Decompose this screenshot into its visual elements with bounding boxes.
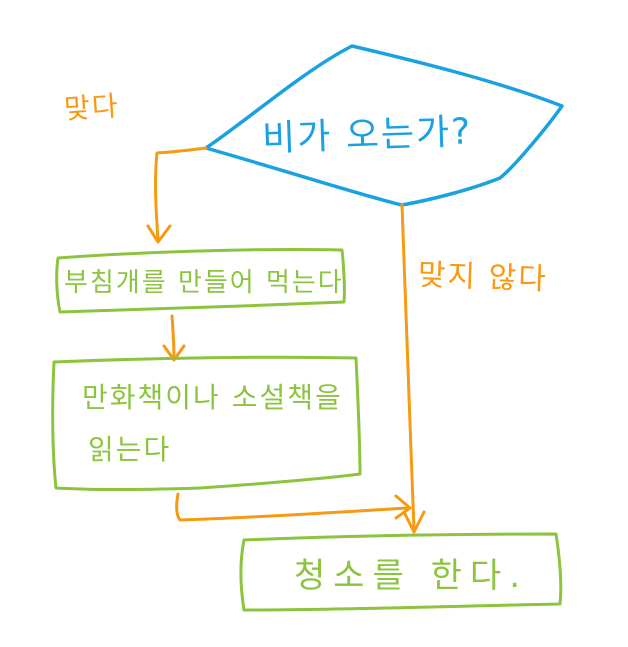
process-label-read-line1: 만화책이나 소설책을 (82, 381, 343, 414)
no-branch-arrowhead (402, 510, 426, 534)
process-label-make: 부침개를 만들어 먹는다 (64, 268, 344, 298)
box2-to-box3-arrow (175, 492, 410, 522)
decision-label: 비가 오는가? (261, 111, 473, 160)
process-label-clean: 청소를 한다. (294, 556, 529, 596)
yes-branch-arrow (153, 146, 208, 242)
process-box-clean (239, 532, 563, 612)
process-box-make (55, 247, 346, 314)
yes-branch-label: 맞다 (63, 89, 121, 126)
yes-branch-arrowhead (146, 224, 172, 244)
box1-to-box2-arrowhead (162, 344, 186, 362)
decision-diamond (204, 44, 564, 207)
no-branch-arrow (400, 203, 416, 532)
process-box-read (51, 355, 362, 491)
box2-to-box3-arrowhead (394, 494, 412, 520)
no-branch-label: 맞지 않다 (417, 257, 549, 298)
process-label-read-line2: 읽는다 (88, 433, 172, 466)
box1-to-box2-arrow (170, 314, 176, 360)
